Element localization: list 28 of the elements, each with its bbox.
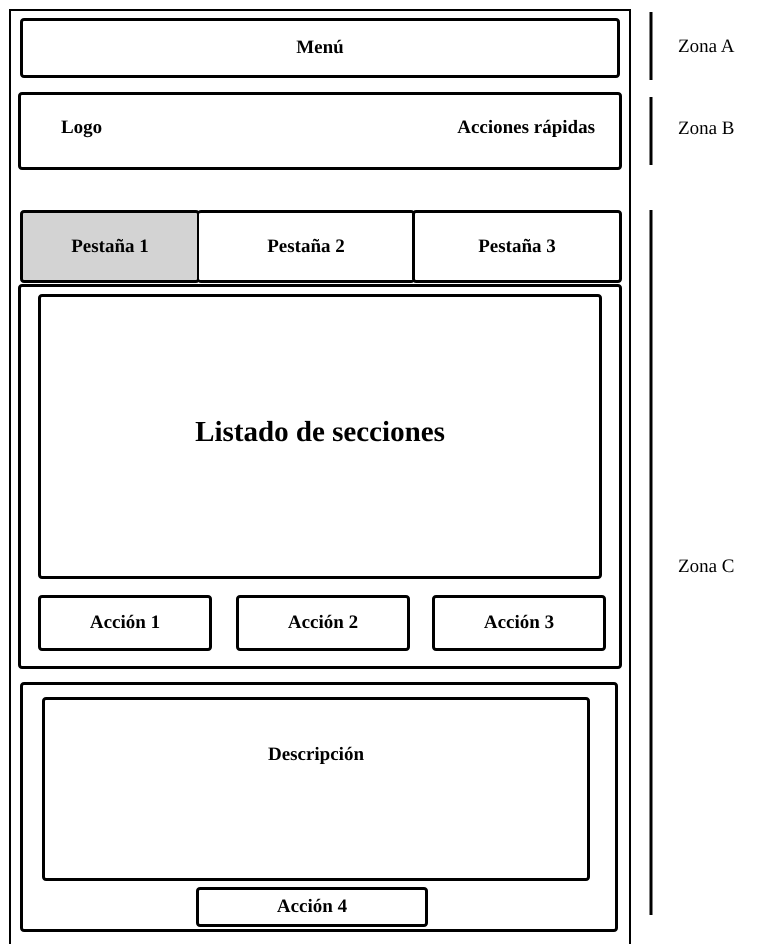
box-label: Logo (61, 117, 102, 139)
action-button (196, 887, 428, 927)
zone-label: Zona C (678, 556, 734, 578)
header-bar (18, 92, 622, 170)
tab (197, 210, 415, 283)
box-label: Descripción (268, 744, 364, 766)
box-label: Acción 4 (276, 896, 348, 918)
box-label: Pestaña 2 (267, 236, 345, 258)
box-label: Acción 3 (484, 612, 554, 634)
section-list-panel (38, 294, 602, 579)
menu-bar (20, 18, 620, 78)
tab (20, 210, 200, 283)
box-label: Pestaña 1 (71, 236, 149, 258)
description-panel (20, 682, 618, 932)
action-button (432, 595, 606, 651)
box-label: Acción 2 (288, 612, 358, 634)
action-button (38, 595, 212, 651)
box-label: Menú (296, 37, 344, 59)
section-title: Listado de secciones (195, 416, 445, 449)
content-panel (18, 284, 622, 669)
zone-label: Zona A (678, 36, 734, 58)
zone-label: Zona B (678, 118, 734, 140)
box-label: Acción 1 (90, 612, 160, 634)
box-label: Acciones rápidas (457, 117, 595, 139)
tab (412, 210, 622, 283)
description-box (42, 697, 590, 881)
box-label: Pestaña 3 (478, 236, 556, 258)
action-button (236, 595, 410, 651)
